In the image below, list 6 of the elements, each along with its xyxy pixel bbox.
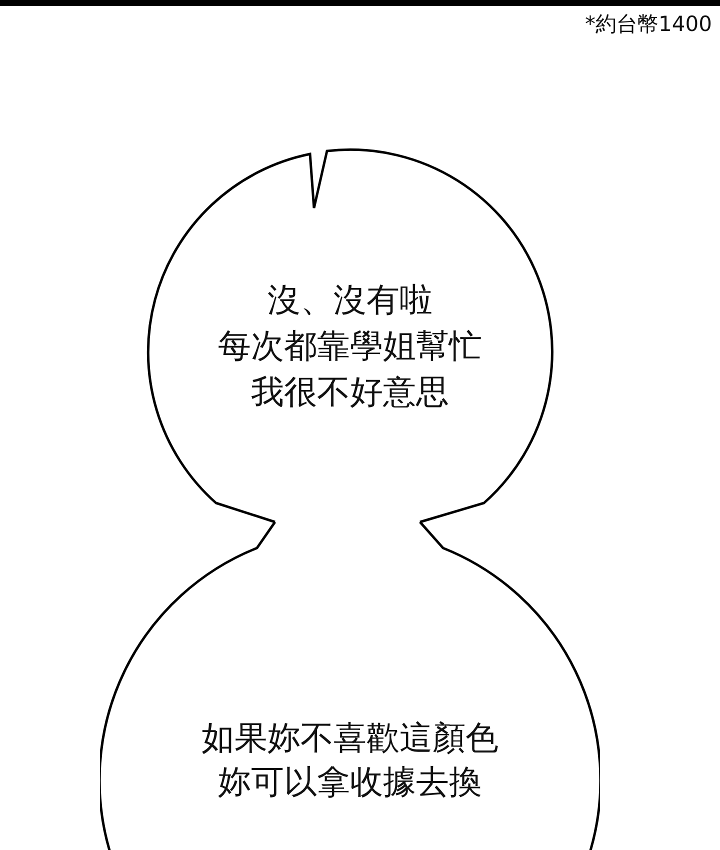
speech-text: 每次都靠學姐幫忙 xyxy=(218,326,482,366)
speech-text: 如果妳不喜歡這顏色 xyxy=(202,718,498,758)
speech-text: 我很不好意思 xyxy=(251,372,449,412)
speech-text: 妳可以拿收據去換 xyxy=(218,762,482,802)
speech-text: 沒、沒有啦 xyxy=(268,280,432,320)
price-note: *約台幣1400 xyxy=(585,11,712,38)
